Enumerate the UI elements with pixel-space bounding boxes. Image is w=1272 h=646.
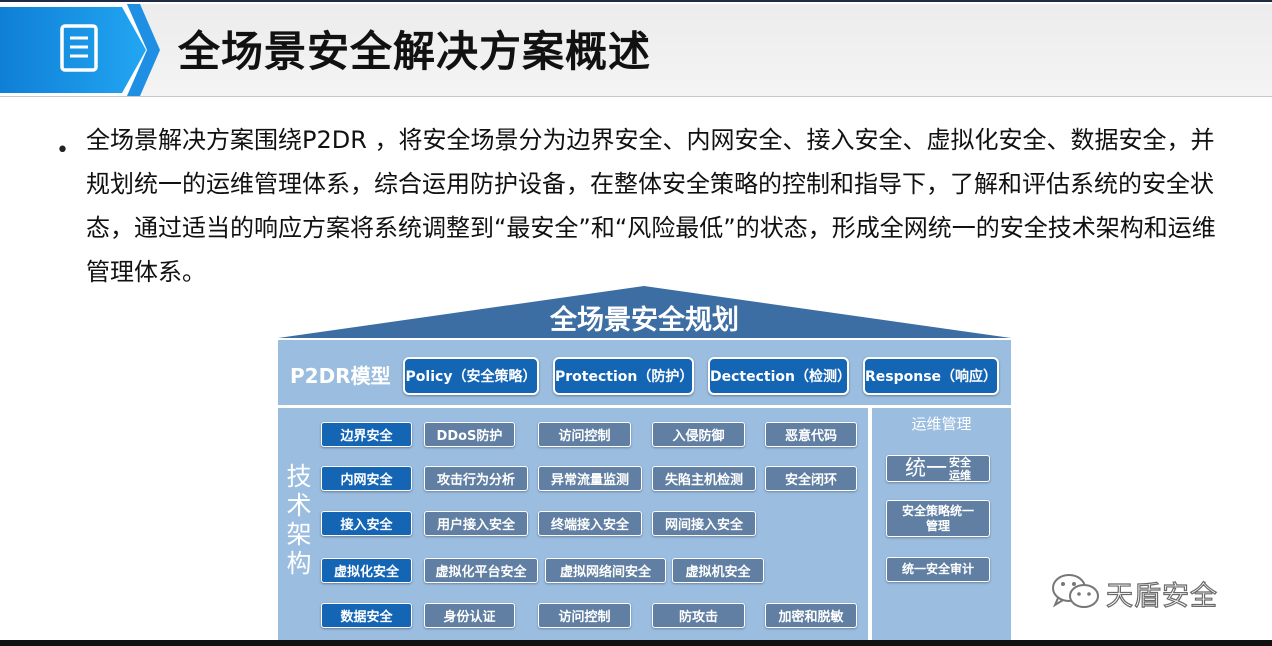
p2dr-protection: Protection（防护） [553,357,694,395]
p2dr-label: P2DR模型 [290,364,391,388]
tech-cell: 网间接入安全 [652,511,756,536]
ops-item-policy-management: 安全策略统一 管理 [886,500,990,537]
p2dr-detection: Dectection（检测） [708,357,851,395]
tech-cell: 入侵防御 [652,422,745,447]
tech-cell: 访问控制 [538,422,631,447]
header-band [0,4,1272,96]
tech-cell: 虚拟网络间安全 [545,558,666,583]
ops-item-security-audit: 统一安全审计 [886,557,990,582]
bottom-border [0,640,1272,646]
tech-cell: 加密和脱敏 [765,603,857,628]
tech-cell: 终端接入安全 [538,511,642,536]
tech-cell: 身份认证 [424,603,515,628]
tech-cell: 攻击行为分析 [424,466,528,491]
page-title: 全场景安全解决方案概述 [178,27,652,76]
tech-cell: 用户接入安全 [424,511,528,536]
p2dr-policy: Policy（安全策略） [403,357,539,395]
ops-item-unified-ops: 统一 安全 运维 [886,455,990,482]
roof-title: 全场景安全规划 [550,305,739,336]
document-list-icon [0,4,160,96]
wechat-icon [1052,574,1099,608]
watermark-text: 天盾安全 [1105,580,1218,612]
tech-cell: 访问控制 [538,603,631,628]
tech-cell: 防攻击 [652,603,745,628]
top-border [0,0,1272,2]
row-head-intranet: 内网安全 [321,466,412,491]
header-icon-box [0,4,160,96]
tech-cell: 安全闭环 [765,466,857,491]
bullet-marker: • [56,138,69,163]
row-head-virtualization: 虚拟化安全 [321,558,412,583]
tech-cell: 异常流量监测 [538,466,642,491]
row-head-boundary: 边界安全 [321,422,412,447]
row-head-data: 数据安全 [321,603,412,628]
diagram-roof [278,286,1011,338]
tech-cell: 虚拟机安全 [672,558,764,583]
intro-paragraph: 全场景解决方案围绕P2DR ，将安全场景分为边界安全、内网安全、接入安全、虚拟化… [86,126,1216,286]
header-divider [0,96,1272,97]
tech-cell: DDoS防护 [424,422,515,447]
tech-cell: 恶意代码 [765,422,857,447]
p2dr-response: Response（响应） [863,357,999,395]
row-head-access: 接入安全 [321,511,412,536]
tech-cell: 虚拟化平台安全 [424,558,538,583]
tech-architecture-label: 技 术 架 构 [286,462,312,578]
tech-cell: 失陷主机检测 [652,466,756,491]
ops-title: 运维管理 [911,415,972,433]
